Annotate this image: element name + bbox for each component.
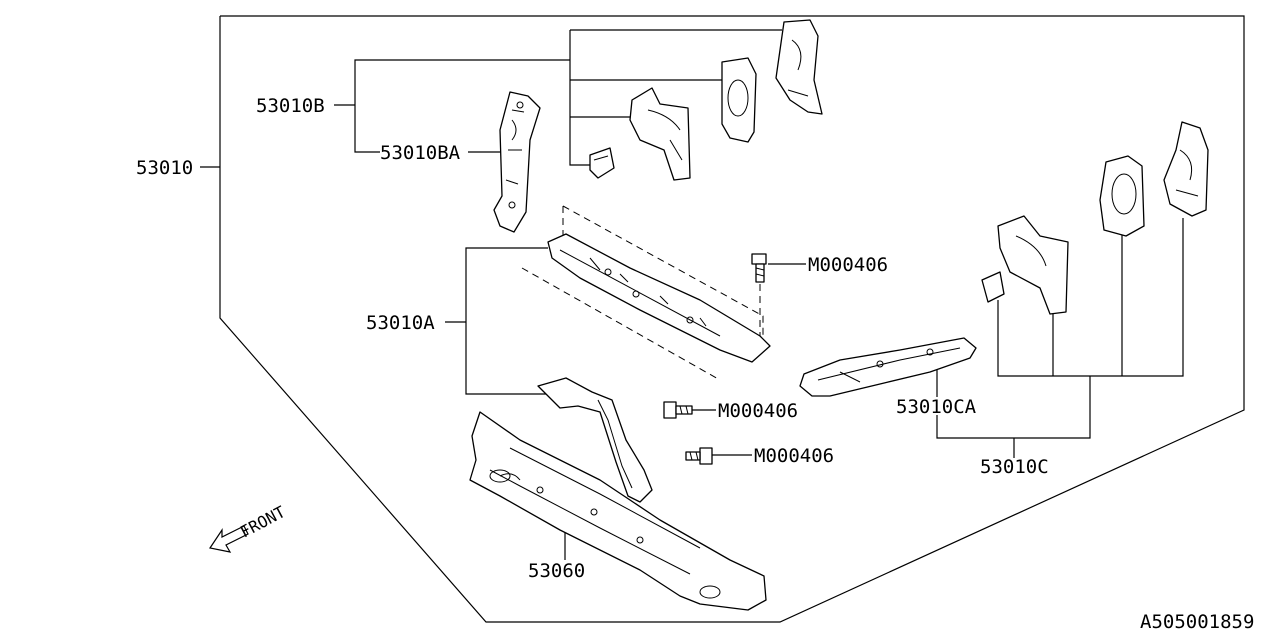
label-front: FRONT <box>237 502 289 542</box>
label-53010BA: 53010BA <box>380 142 461 164</box>
diagram-id: A505001859 <box>1140 611 1254 633</box>
part-53010CA <box>799 337 977 397</box>
part-53010B-brackets <box>589 19 823 181</box>
label-53010: 53010 <box>136 157 193 179</box>
part-53010A-upper <box>521 205 771 381</box>
leader-lines <box>200 29 1184 560</box>
part-53010A-lower <box>537 377 653 503</box>
bolt-mid <box>663 401 693 419</box>
label-bolt-low: M000406 <box>754 445 834 467</box>
label-53060: 53060 <box>528 560 585 582</box>
label-53010A: 53010A <box>366 312 435 334</box>
label-bolt-mid: M000406 <box>718 400 798 422</box>
label-bolt-top: M000406 <box>808 254 888 276</box>
part-53010BA <box>493 91 541 233</box>
label-53010B: 53010B <box>256 95 325 117</box>
bolt-top <box>751 253 767 283</box>
label-53010C: 53010C <box>980 456 1049 478</box>
label-53010CA: 53010CA <box>896 396 977 418</box>
part-53010C-brackets <box>981 121 1209 315</box>
front-arrow-icon <box>209 525 249 553</box>
bolt-low <box>685 447 713 465</box>
assembly-boundary <box>219 15 1245 623</box>
part-53060 <box>469 411 767 611</box>
